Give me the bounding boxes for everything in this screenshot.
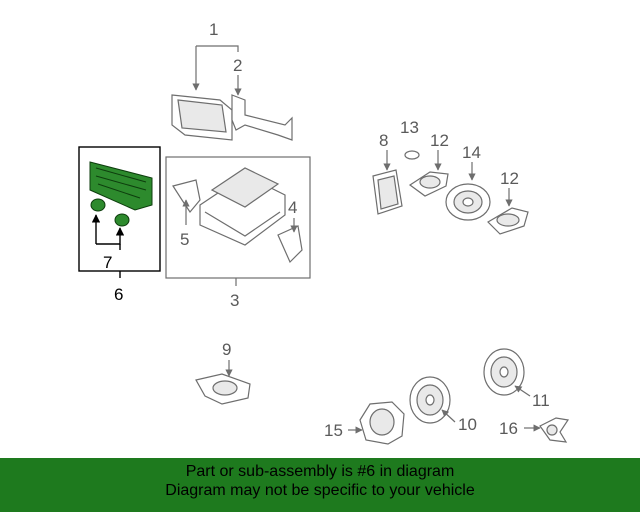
callout-9: 9 (222, 340, 231, 359)
callout-15: 15 (324, 421, 343, 440)
callout-14: 14 (462, 143, 481, 162)
callout-12-left: 12 (430, 131, 449, 150)
callout-2: 2 (233, 56, 242, 75)
callout-12-right: 12 (500, 169, 519, 188)
knob-right (114, 213, 130, 227)
display-bracket (231, 94, 293, 141)
banner-line-1: Part or sub-assembly is #6 in diagram (185, 463, 455, 480)
radio-side-bracket-left (172, 179, 201, 214)
parts-diagram: 1 2 5 4 3 7 6 8 13 (78, 20, 570, 445)
speaker-11 (483, 348, 525, 396)
banner-line-2: Diagram may not be specific to your vehi… (165, 482, 475, 499)
speaker-bracket-9 (195, 373, 251, 405)
radio-unit (199, 167, 286, 246)
ring-13 (404, 150, 420, 160)
speaker-clip-16 (539, 417, 570, 443)
tweeter-12-right (487, 207, 529, 235)
callout-1: 1 (209, 20, 218, 39)
info-banner: Part or sub-assembly is #6 in diagram Di… (0, 458, 640, 512)
woofer-14 (445, 183, 491, 221)
control-panel-6 (89, 161, 153, 211)
callout-4: 4 (288, 198, 297, 217)
callout-11: 11 (532, 391, 550, 410)
tweeter-12-left (408, 171, 449, 197)
knob-left (90, 198, 106, 212)
callout-10: 10 (458, 415, 477, 434)
radio-assembly-box (165, 156, 311, 279)
callout-6: 6 (114, 285, 123, 304)
callout-7: 7 (103, 253, 112, 272)
callout-3: 3 (230, 291, 239, 310)
callout-16: 16 (499, 419, 518, 438)
callout-5: 5 (180, 230, 189, 249)
speaker-housing-15 (359, 401, 405, 445)
callout-13: 13 (400, 118, 419, 137)
radio-side-bracket-right (277, 225, 303, 264)
display-unit (171, 94, 233, 141)
speaker-10 (409, 376, 451, 424)
amplifier-8 (372, 169, 403, 215)
callout-8: 8 (379, 131, 388, 150)
